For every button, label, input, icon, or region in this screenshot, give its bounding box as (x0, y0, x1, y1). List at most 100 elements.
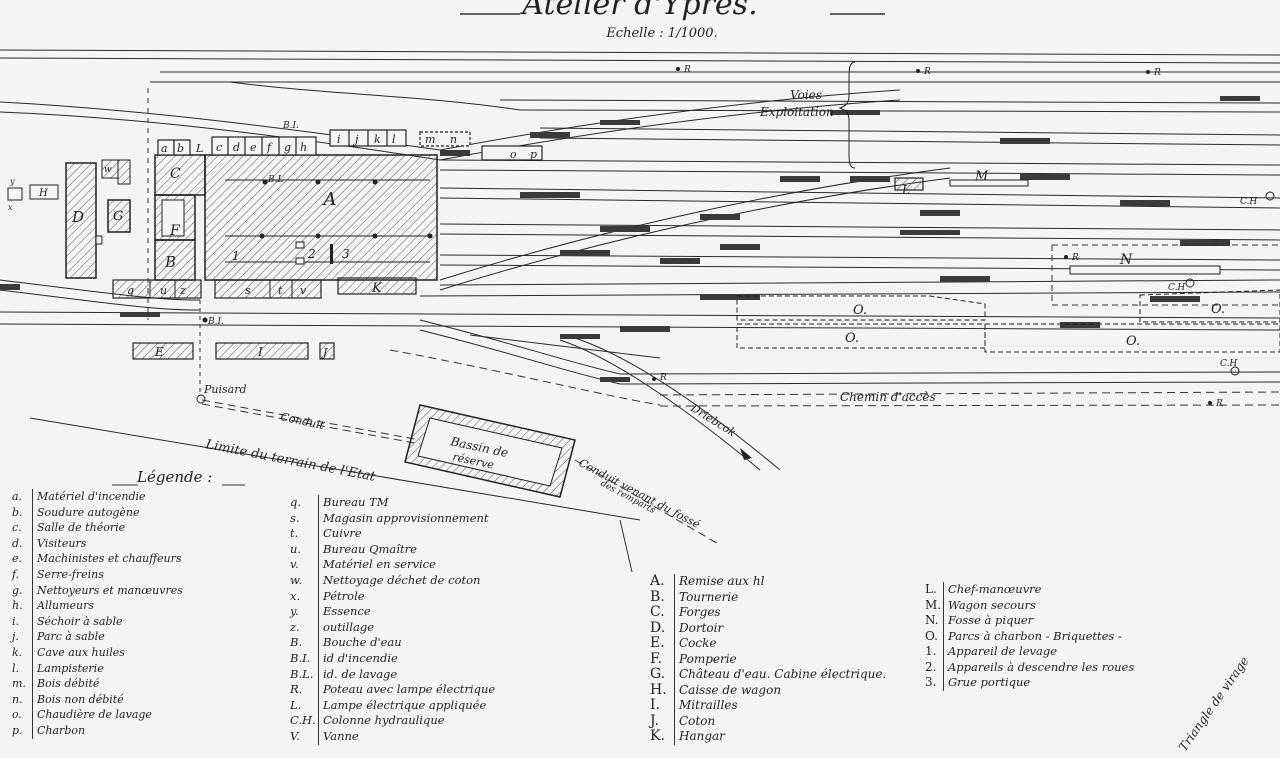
legend-text: Essence (318, 604, 371, 620)
legend-key: 2. (925, 659, 937, 674)
legend-key: b. (12, 505, 23, 519)
svg-text:g: g (284, 141, 291, 154)
legend-text: id d'incendie (318, 650, 398, 667)
svg-text:k: k (374, 133, 381, 146)
legend-text: Matériel d'incendie (32, 489, 146, 505)
legend-key: F. (650, 650, 662, 667)
legend-item: M.Wagon secours (925, 597, 1134, 613)
puisard-label: Puisard (203, 383, 247, 396)
legend-key: O. (925, 628, 938, 643)
legend-key: D. (650, 619, 666, 636)
legend-text: Dortoir (674, 620, 723, 636)
building-E: E (132, 342, 194, 360)
legend-text: Pétrole (318, 588, 365, 605)
svg-text:C.H: C.H (1220, 359, 1237, 369)
legend-key: 3. (925, 675, 937, 689)
svg-text:R: R (1071, 253, 1079, 263)
legend-text: Pomperie (674, 651, 737, 667)
legend-item: i.Séchoir à sable (12, 613, 183, 630)
legend-key: p. (12, 723, 23, 737)
legend-text: Chef-manœuvre (943, 582, 1042, 598)
svg-text:b: b (177, 142, 184, 155)
legend-key: B. (290, 635, 303, 650)
legend-key: C.H. (290, 713, 316, 728)
legend-item: e.Machinistes et chauffeurs (12, 551, 183, 567)
legend-key: E. (650, 635, 665, 651)
legend-item: p.Charbon (12, 722, 183, 739)
svg-text:d: d (233, 141, 240, 154)
legend-item: L.Lampe électrique appliquée (290, 697, 495, 714)
legend-item: n.Bois non débité (12, 691, 183, 708)
legend-key: B.I. (290, 650, 311, 665)
legend-item: b.Soudure autogène (12, 504, 183, 521)
legend-item: B.Tournerie (650, 589, 886, 605)
svg-text:B: B (164, 253, 176, 271)
legend-item: B.L.id. de lavage (290, 666, 495, 683)
legend-text: Visiteurs (32, 535, 86, 552)
legend-item: 1. Appareil de levage (925, 644, 1134, 660)
svg-text:M: M (974, 169, 989, 184)
legend-item: 3.Grue portique (925, 675, 1134, 691)
top-row-letters: a b L c d e f g h i j k l m n o p (161, 133, 537, 161)
legend-item: g.Nettoyeurs et manœuvres (12, 582, 183, 599)
svg-text:x: x (8, 203, 13, 212)
svg-text:u: u (160, 284, 167, 297)
legend-key: J. (650, 712, 659, 729)
driebcok-label: Driebcok (688, 401, 739, 440)
legend-item: O.Parcs à charbon - Briquettes - (925, 628, 1134, 644)
svg-text:G: G (113, 209, 123, 224)
legend-text: Lampe électrique appliquée (318, 697, 486, 714)
legend-key: K. (650, 728, 665, 744)
legend-item: F. Pomperie (650, 650, 886, 667)
legend-item: y.Essence (290, 604, 495, 620)
legend-key: B.L. (290, 666, 314, 681)
building-H: H y x (7, 177, 59, 212)
building-N: N (1069, 252, 1221, 275)
legend-key: m. (12, 677, 26, 691)
limite-label: Limite du terrain de l'Etat (203, 437, 377, 485)
legend-item: G.Château d'eau. Cabine électrique. (650, 666, 886, 683)
legend-item: D. Dortoir (650, 619, 886, 636)
legend-item: m.Bois débité (12, 676, 183, 692)
svg-text:R: R (923, 67, 931, 77)
legend-text: Appareil de levage (943, 644, 1057, 660)
legend-text: Mitrailles (674, 698, 738, 714)
legend-item: A.Remise aux hl (650, 573, 886, 590)
legend-item: H.Caisse de wagon (650, 682, 886, 698)
legend-text: Cuivre (318, 526, 362, 542)
legend-text: Lampisterie (32, 660, 104, 677)
legend-text: Château d'eau. Cabine électrique. (674, 667, 886, 683)
legend-item: k.Cave aux huiles (12, 644, 183, 661)
legend-key: I. (650, 697, 660, 713)
legend-key: z. (290, 619, 300, 634)
legend-key: N. (925, 613, 939, 627)
legend-item: f.Serre-freins (12, 566, 183, 583)
chemin-label: Chemin d'accès (840, 390, 936, 404)
svg-text:y: y (9, 177, 15, 186)
svg-text:C.H: C.H (1168, 283, 1185, 293)
legend-key: e. (12, 552, 23, 566)
legend-text: Fosse à piquer (943, 613, 1033, 629)
legend-key: C. (650, 604, 665, 620)
legend-key: l. (12, 661, 20, 675)
building-F: F (154, 194, 196, 241)
legend-text: Serre-freins (32, 566, 104, 583)
svg-text:A: A (322, 189, 337, 210)
building-J: J (319, 342, 335, 360)
svg-text:F: F (169, 223, 181, 239)
svg-text:O.: O. (845, 331, 859, 346)
legend-key: q. (290, 495, 302, 509)
svg-text:3: 3 (342, 247, 350, 261)
legend-item: E.Cocke (650, 635, 886, 652)
svg-text:f: f (266, 141, 273, 154)
legend-item: c.Salle de théorie (12, 520, 183, 536)
svg-text:2: 2 (307, 247, 316, 261)
legend-key: d. (12, 536, 23, 550)
legend-key: 1. (925, 644, 937, 658)
legend-text: Parc à sable (32, 629, 105, 645)
legend-text: Chaudière de lavage (32, 707, 152, 723)
legend-text: Tournerie (674, 589, 738, 605)
